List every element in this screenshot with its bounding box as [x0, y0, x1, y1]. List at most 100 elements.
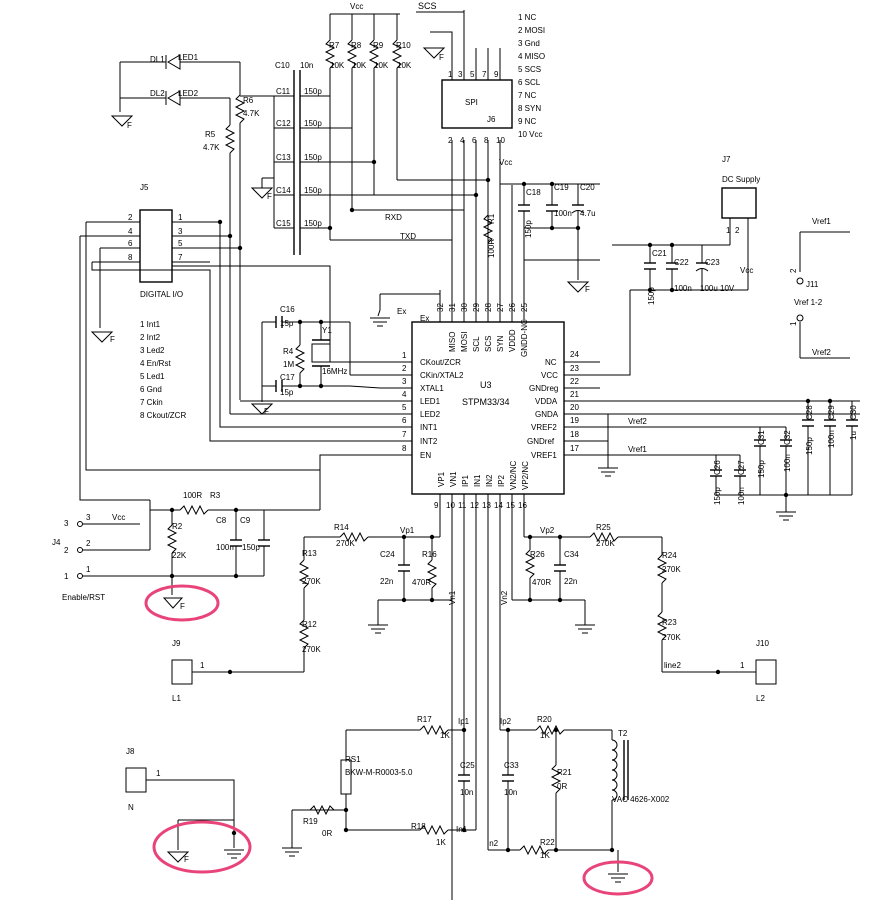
vcc-label-top: Vcc	[350, 2, 363, 11]
svg-text:100n: 100n	[827, 430, 836, 448]
svg-text:2: 2	[789, 268, 798, 273]
svg-text:Ex: Ex	[397, 307, 406, 316]
svg-text:R19: R19	[303, 817, 318, 826]
svg-text:C17: C17	[280, 373, 295, 382]
svg-text:270K: 270K	[662, 565, 681, 574]
svg-text:line2: line2	[664, 661, 681, 670]
svg-text:CKout/ZCR: CKout/ZCR	[420, 358, 461, 367]
svg-text:Vn2: Vn2	[500, 590, 509, 605]
svg-text:7: 7	[402, 430, 407, 439]
svg-text:IN2: IN2	[485, 474, 494, 487]
svg-text:Enable/RST: Enable/RST	[62, 593, 105, 602]
svg-text:4.7K: 4.7K	[243, 109, 260, 118]
svg-text:EN: EN	[420, 451, 431, 460]
svg-text:150p: 150p	[304, 186, 322, 195]
svg-text:DL2: DL2	[150, 89, 165, 98]
svg-text:6 Gnd: 6 Gnd	[140, 385, 162, 394]
svg-text:9 NC: 9 NC	[518, 117, 536, 126]
svg-text:Vp1: Vp1	[400, 526, 415, 535]
svg-text:10K: 10K	[374, 61, 389, 70]
svg-text:J9: J9	[172, 639, 181, 648]
svg-text:6: 6	[402, 416, 407, 425]
svg-text:IP1: IP1	[461, 474, 470, 487]
svg-text:R16: R16	[422, 550, 437, 559]
svg-text:L2: L2	[756, 694, 765, 703]
svg-text:150p: 150p	[805, 437, 814, 455]
svg-text:DC Supply: DC Supply	[722, 175, 760, 184]
svg-text:10n: 10n	[460, 788, 473, 797]
svg-text:T2: T2	[618, 729, 628, 738]
svg-text:270K: 270K	[336, 539, 355, 548]
svg-text:In1: In1	[456, 825, 468, 834]
svg-text:RS1: RS1	[345, 755, 361, 764]
svg-text:VDDD: VDDD	[508, 329, 517, 352]
svg-text:8 Ckout/ZCR: 8 Ckout/ZCR	[140, 411, 186, 420]
svg-text:20: 20	[570, 403, 579, 412]
svg-text:R12: R12	[302, 620, 317, 629]
svg-text:INT2: INT2	[420, 437, 438, 446]
svg-text:LED1: LED1	[178, 53, 199, 62]
svg-text:L1: L1	[172, 694, 181, 703]
svg-text:1: 1	[200, 661, 205, 670]
svg-text:1: 1	[740, 661, 745, 670]
svg-text:N: N	[128, 803, 134, 812]
svg-text:R10: R10	[396, 41, 411, 50]
svg-text:NC: NC	[545, 358, 557, 367]
svg-text:100n: 100n	[216, 543, 234, 552]
svg-text:R25: R25	[596, 523, 611, 532]
svg-text:2 MOSI: 2 MOSI	[518, 26, 545, 35]
svg-text:R9: R9	[373, 41, 384, 50]
svg-text:150p: 150p	[713, 487, 722, 505]
svg-text:4.7K: 4.7K	[203, 143, 220, 152]
svg-text:R18: R18	[411, 822, 426, 831]
svg-text:C8: C8	[216, 516, 227, 525]
dc-supply-j7	[721, 187, 757, 219]
svg-text:150p: 150p	[304, 87, 322, 96]
svg-text:16: 16	[518, 501, 527, 510]
svg-text:15p: 15p	[280, 388, 294, 397]
svg-text:Ex: Ex	[420, 314, 429, 323]
svg-text:4: 4	[460, 136, 465, 145]
svg-text:1: 1	[402, 351, 407, 360]
connector-j8	[125, 767, 147, 793]
svg-text:8 SYN: 8 SYN	[518, 104, 541, 113]
svg-text:F: F	[585, 285, 590, 294]
svg-text:GNDref: GNDref	[527, 437, 555, 446]
svg-text:4: 4	[128, 227, 133, 236]
svg-text:7 Ckin: 7 Ckin	[140, 398, 163, 407]
svg-text:C13: C13	[276, 153, 291, 162]
svg-text:IP2: IP2	[497, 474, 506, 487]
svg-text:MISO: MISO	[448, 332, 457, 352]
svg-text:XTAL1: XTAL1	[420, 384, 444, 393]
highlight-gnd-1	[144, 584, 220, 622]
svg-text:In2: In2	[487, 839, 499, 848]
svg-text:VP2/NC: VP2/NC	[521, 461, 530, 490]
svg-text:LED2: LED2	[420, 410, 441, 419]
svg-text:10 Vcc: 10 Vcc	[518, 130, 542, 139]
svg-text:3 Led2: 3 Led2	[140, 346, 165, 355]
svg-text:5 SCS: 5 SCS	[518, 65, 541, 74]
svg-text:8: 8	[484, 136, 489, 145]
svg-text:C12: C12	[276, 119, 291, 128]
svg-text:C9: C9	[240, 516, 251, 525]
svg-text:16MHz: 16MHz	[322, 367, 347, 376]
svg-text:100n: 100n	[674, 284, 692, 293]
svg-text:11: 11	[458, 501, 467, 510]
svg-text:9: 9	[494, 70, 499, 79]
svg-text:2: 2	[735, 226, 740, 235]
svg-text:C22: C22	[674, 258, 689, 267]
shunt-rs1	[340, 759, 352, 795]
svg-text:22: 22	[570, 377, 579, 386]
svg-text:F: F	[264, 407, 269, 416]
svg-text:C32: C32	[783, 430, 792, 445]
svg-text:18: 18	[570, 430, 579, 439]
svg-text:5: 5	[178, 239, 183, 248]
svg-text:R1: R1	[487, 213, 496, 224]
svg-text:150p: 150p	[304, 153, 322, 162]
